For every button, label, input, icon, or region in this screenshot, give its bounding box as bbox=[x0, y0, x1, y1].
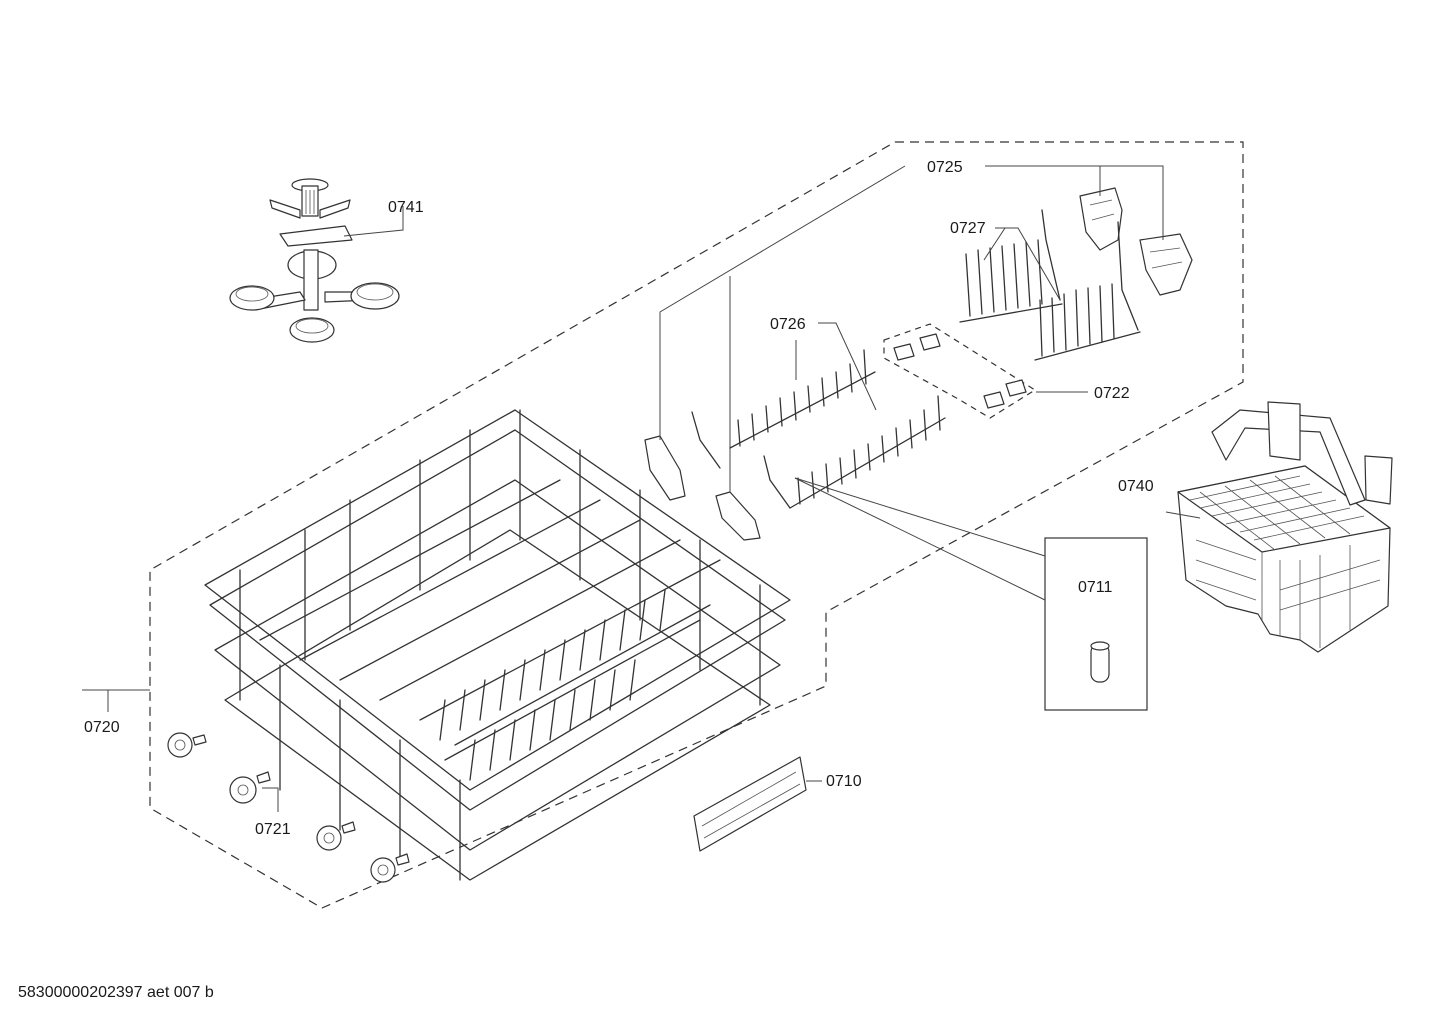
label-0740: 0740 bbox=[1118, 478, 1154, 495]
spray-hub-part[interactable] bbox=[229, 178, 400, 343]
cutlery-basket-part[interactable] bbox=[1177, 401, 1393, 653]
rack-clip-part[interactable] bbox=[644, 187, 1193, 541]
label-0722: 0722 bbox=[1094, 385, 1130, 402]
label-plate-part[interactable] bbox=[693, 756, 807, 852]
wheel-set-0721[interactable] bbox=[167, 732, 410, 883]
tine-row-0726[interactable] bbox=[691, 349, 946, 509]
label-0727: 0727 bbox=[950, 220, 986, 237]
pin-part-0711[interactable] bbox=[1090, 641, 1110, 683]
holder-set-0722[interactable] bbox=[883, 323, 1037, 419]
assembly-boundary bbox=[149, 141, 1244, 909]
label-0726: 0726 bbox=[770, 316, 806, 333]
lower-basket-part[interactable] bbox=[204, 409, 791, 881]
label-0725: 0725 bbox=[927, 159, 963, 176]
document-reference: 58300000202397 aet 007 b bbox=[18, 984, 214, 1001]
tine-row-0727[interactable] bbox=[959, 209, 1141, 361]
label-0721: 0721 bbox=[255, 821, 291, 838]
label-0720: 0720 bbox=[84, 719, 120, 736]
label-0741: 0741 bbox=[388, 199, 424, 216]
label-0710: 0710 bbox=[826, 773, 862, 790]
detail-box-0711 bbox=[1044, 537, 1148, 711]
label-0711: 0711 bbox=[1078, 579, 1113, 596]
